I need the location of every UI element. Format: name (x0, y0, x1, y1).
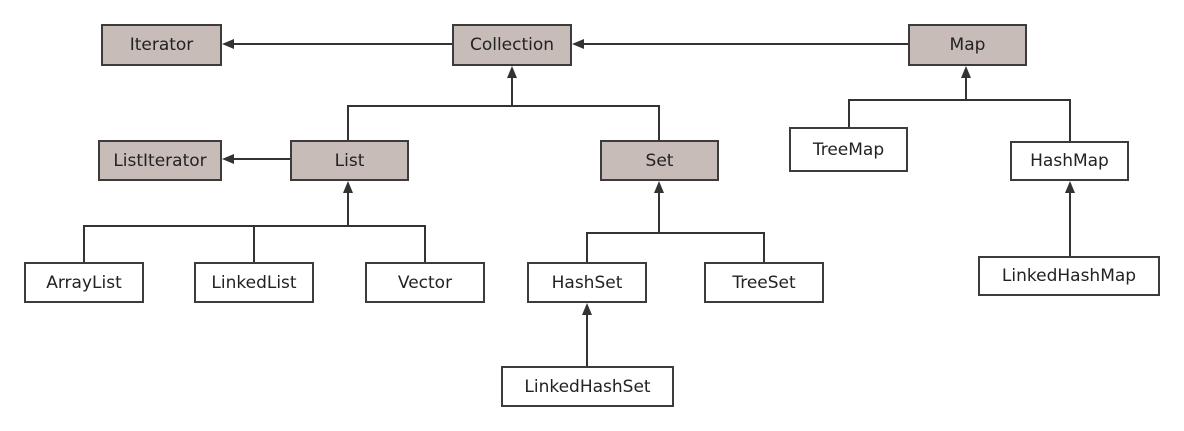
node-map: Map (908, 24, 1027, 66)
arrowhead-hashmap (1065, 181, 1075, 193)
node-listiterator: ListIterator (98, 140, 222, 181)
node-set: Set (600, 140, 719, 181)
edge-lists-list (83, 193, 426, 262)
node-linkedlist: LinkedList (194, 262, 314, 303)
node-iterator: Iterator (101, 24, 222, 66)
arrowhead-hashset (582, 303, 592, 315)
edge-maps-map (848, 78, 1071, 141)
node-list: List (290, 140, 409, 181)
node-treeset: TreeSet (704, 262, 824, 303)
node-vector: Vector (365, 262, 485, 303)
arrowhead-iterator (222, 39, 234, 49)
node-hashmap: HashMap (1010, 141, 1129, 181)
arrowhead-collection-bottom (507, 66, 517, 78)
edge-sets-set (586, 193, 765, 262)
node-linkedhashset: LinkedHashSet (501, 366, 674, 407)
node-arraylist: ArrayList (24, 262, 144, 303)
node-treemap: TreeMap (789, 127, 908, 172)
arrowhead-set (654, 181, 664, 193)
arrowhead-map (961, 66, 971, 78)
node-hashset: HashSet (527, 262, 647, 303)
edge-list-set-collection (347, 78, 660, 140)
arrowhead-listiterator (222, 154, 234, 164)
node-collection: Collection (452, 24, 572, 66)
node-linkedhashmap: LinkedHashMap (978, 256, 1160, 296)
arrowhead-collection-right (572, 39, 584, 49)
arrowhead-list (343, 181, 353, 193)
